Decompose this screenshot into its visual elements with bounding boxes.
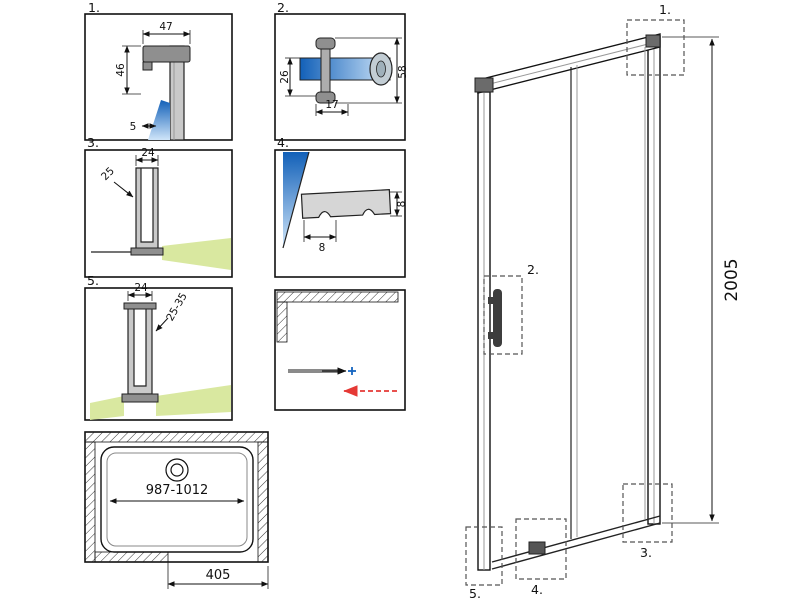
dim-label-26: 26	[279, 70, 291, 84]
profile-foot	[121, 393, 159, 403]
dim-label-height: 2005	[722, 258, 742, 301]
dim-leader-25-35	[155, 317, 169, 332]
drain-outer	[165, 458, 189, 482]
dim-label-5: 5	[130, 121, 137, 133]
glass-edge-line	[282, 151, 310, 249]
dim-label-17: 17	[325, 99, 338, 111]
shower-tray-inner-edge	[106, 452, 248, 547]
detail-4-frame	[274, 149, 406, 278]
bracket-tab	[142, 61, 153, 71]
wall-hatch-bottom	[94, 551, 169, 563]
door-elevation: 2005 1. 2. 3. 4. 5.	[465, 2, 742, 600]
dim-label-8-right: 8	[396, 201, 408, 208]
bottom-rail-top-line	[491, 515, 661, 563]
callout-box-3	[622, 483, 673, 543]
top-left-bracket	[474, 77, 494, 93]
seal-profile	[300, 189, 392, 219]
drain-inner	[170, 463, 184, 477]
floor-surface-left	[90, 396, 124, 420]
detail-panel-slide-direction	[274, 289, 406, 411]
profile-flange	[123, 302, 157, 310]
callout-box-2	[483, 275, 523, 355]
wall-hatch-left	[84, 441, 96, 563]
detail-2-label: 2.	[277, 0, 289, 15]
tray-top-view: 987-1012 405	[84, 431, 269, 589]
dim-label-46: 46	[115, 63, 127, 77]
callout-box-1	[626, 19, 685, 76]
detail-panel-5: 5. 24 25-35	[84, 273, 233, 421]
dim-label-24: 24	[141, 147, 155, 159]
bottom-guide-profile	[135, 167, 159, 251]
roller-bolt-nut	[315, 91, 336, 104]
callout-label-5: 5.	[469, 586, 481, 600]
roller-wheel-hub	[376, 60, 386, 78]
callout-label-3: 3.	[640, 545, 652, 560]
detail-panel-4: 4. 8 8	[274, 135, 408, 278]
top-right-bracket	[645, 34, 661, 48]
dim-label-47: 47	[159, 21, 172, 33]
dim-label-width-range: 987-1012	[146, 483, 209, 498]
detail-1-label: 1.	[88, 0, 100, 15]
wall-hatch-left	[276, 301, 288, 343]
bottom-rail-bottom-line	[491, 522, 661, 570]
handle-mount-top	[488, 297, 493, 304]
floor-surface	[162, 238, 231, 270]
profile-base	[130, 247, 164, 256]
top-bracket-section	[142, 45, 191, 63]
detail-3-label: 3.	[87, 135, 99, 150]
callout-box-4	[515, 518, 567, 580]
roller-bolt-head	[315, 37, 336, 50]
callout-box-5	[465, 526, 503, 586]
wall-hatch-right	[257, 441, 269, 563]
floor-surface-right	[156, 385, 231, 416]
dim-label-58: 58	[397, 65, 409, 78]
bottom-guide-block	[528, 541, 546, 555]
dim-label-8-bottom: 8	[319, 242, 326, 254]
detail-5-label: 5.	[87, 273, 99, 288]
slide-panel-frame	[274, 289, 406, 411]
callout-label-4: 4.	[531, 582, 543, 597]
detail-2-frame	[274, 13, 406, 141]
detail-panel-3: 3. 24 25	[84, 135, 233, 278]
detail-4-label: 4.	[277, 135, 289, 150]
detail-3-frame	[84, 149, 233, 278]
handle-mount-bottom	[488, 332, 493, 339]
wall-hatch-top	[276, 291, 399, 303]
detail-5-frame	[84, 287, 233, 421]
wall-hatch-top	[84, 431, 269, 443]
dim-label-24b: 24	[134, 282, 148, 294]
dim-leader-25	[113, 181, 134, 198]
callout-label-1: 1.	[659, 2, 671, 17]
dim-label-opening: 405	[206, 568, 231, 583]
detail-panel-2: 2. 26 17 58	[274, 0, 409, 141]
glass-edge-section	[148, 100, 170, 140]
door-handle	[493, 289, 502, 347]
top-rail-track-line	[477, 40, 661, 88]
callout-label-2: 2.	[527, 262, 539, 277]
detail-panel-1: 1. 47 46 5	[84, 0, 233, 141]
